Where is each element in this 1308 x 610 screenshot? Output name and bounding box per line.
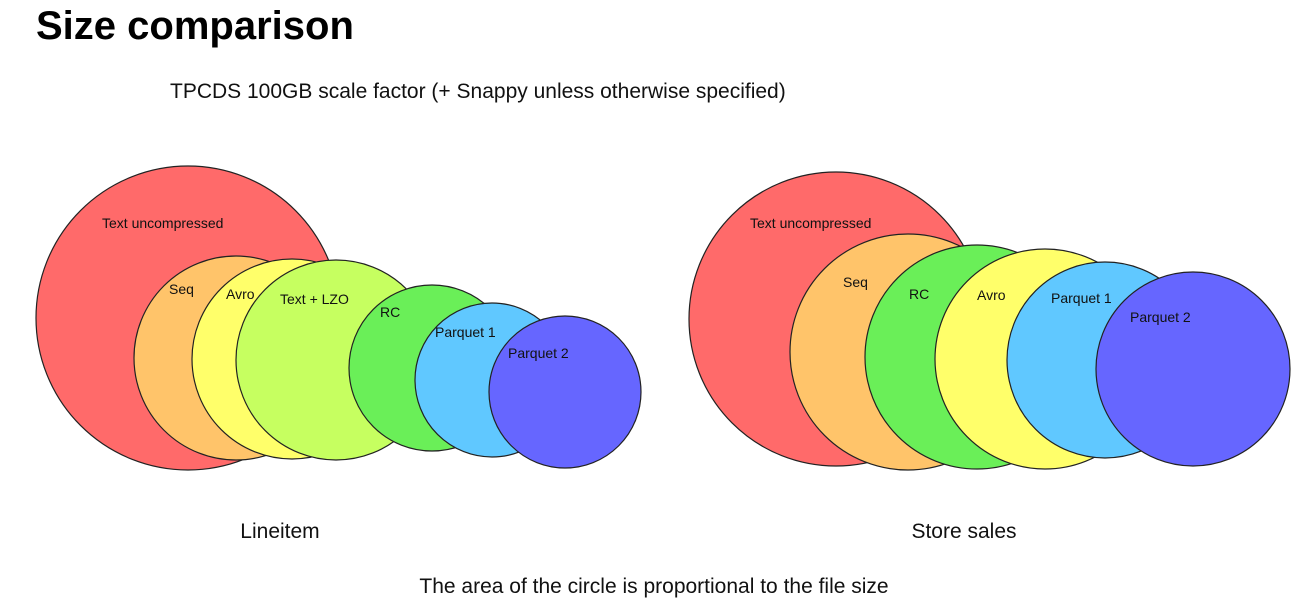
lineitem-circle-parquet-2 <box>488 315 642 469</box>
store-sales-label-parquet-1: Parquet 1 <box>1051 290 1112 306</box>
store-sales-label-avro: Avro <box>977 287 1006 303</box>
store-sales-label: Store sales <box>911 520 1017 543</box>
store-sales-circle-parquet-2 <box>1095 271 1291 467</box>
lineitem-circle-group: Text uncompressed Seq Avro Text + LZO RC… <box>35 165 642 471</box>
lineitem-label-text-lzo: Text + LZO <box>280 291 349 307</box>
lineitem-label-parquet-1: Parquet 1 <box>435 324 496 340</box>
store-sales-label-rc: RC <box>909 286 929 302</box>
store-sales-label-text-uncompressed: Text uncompressed <box>750 215 871 231</box>
lineitem-label-text-uncompressed: Text uncompressed <box>102 215 223 231</box>
page-title: Size comparison <box>36 4 354 48</box>
store-sales-circle-group: Text uncompressed Seq RC Avro Parquet 1 … <box>688 171 1291 471</box>
diagram-caption: The area of the circle is proportional t… <box>419 575 889 598</box>
lineitem-label-seq: Seq <box>169 281 194 297</box>
lineitem-label-parquet-2: Parquet 2 <box>508 345 569 361</box>
page-subtitle: TPCDS 100GB scale factor (+ Snappy unles… <box>170 80 786 103</box>
lineitem-label-avro: Avro <box>226 286 255 302</box>
lineitem-label: Lineitem <box>240 520 320 543</box>
store-sales-label-seq: Seq <box>843 274 868 290</box>
store-sales-label-parquet-2: Parquet 2 <box>1130 309 1191 325</box>
lineitem-label-rc: RC <box>380 304 400 320</box>
